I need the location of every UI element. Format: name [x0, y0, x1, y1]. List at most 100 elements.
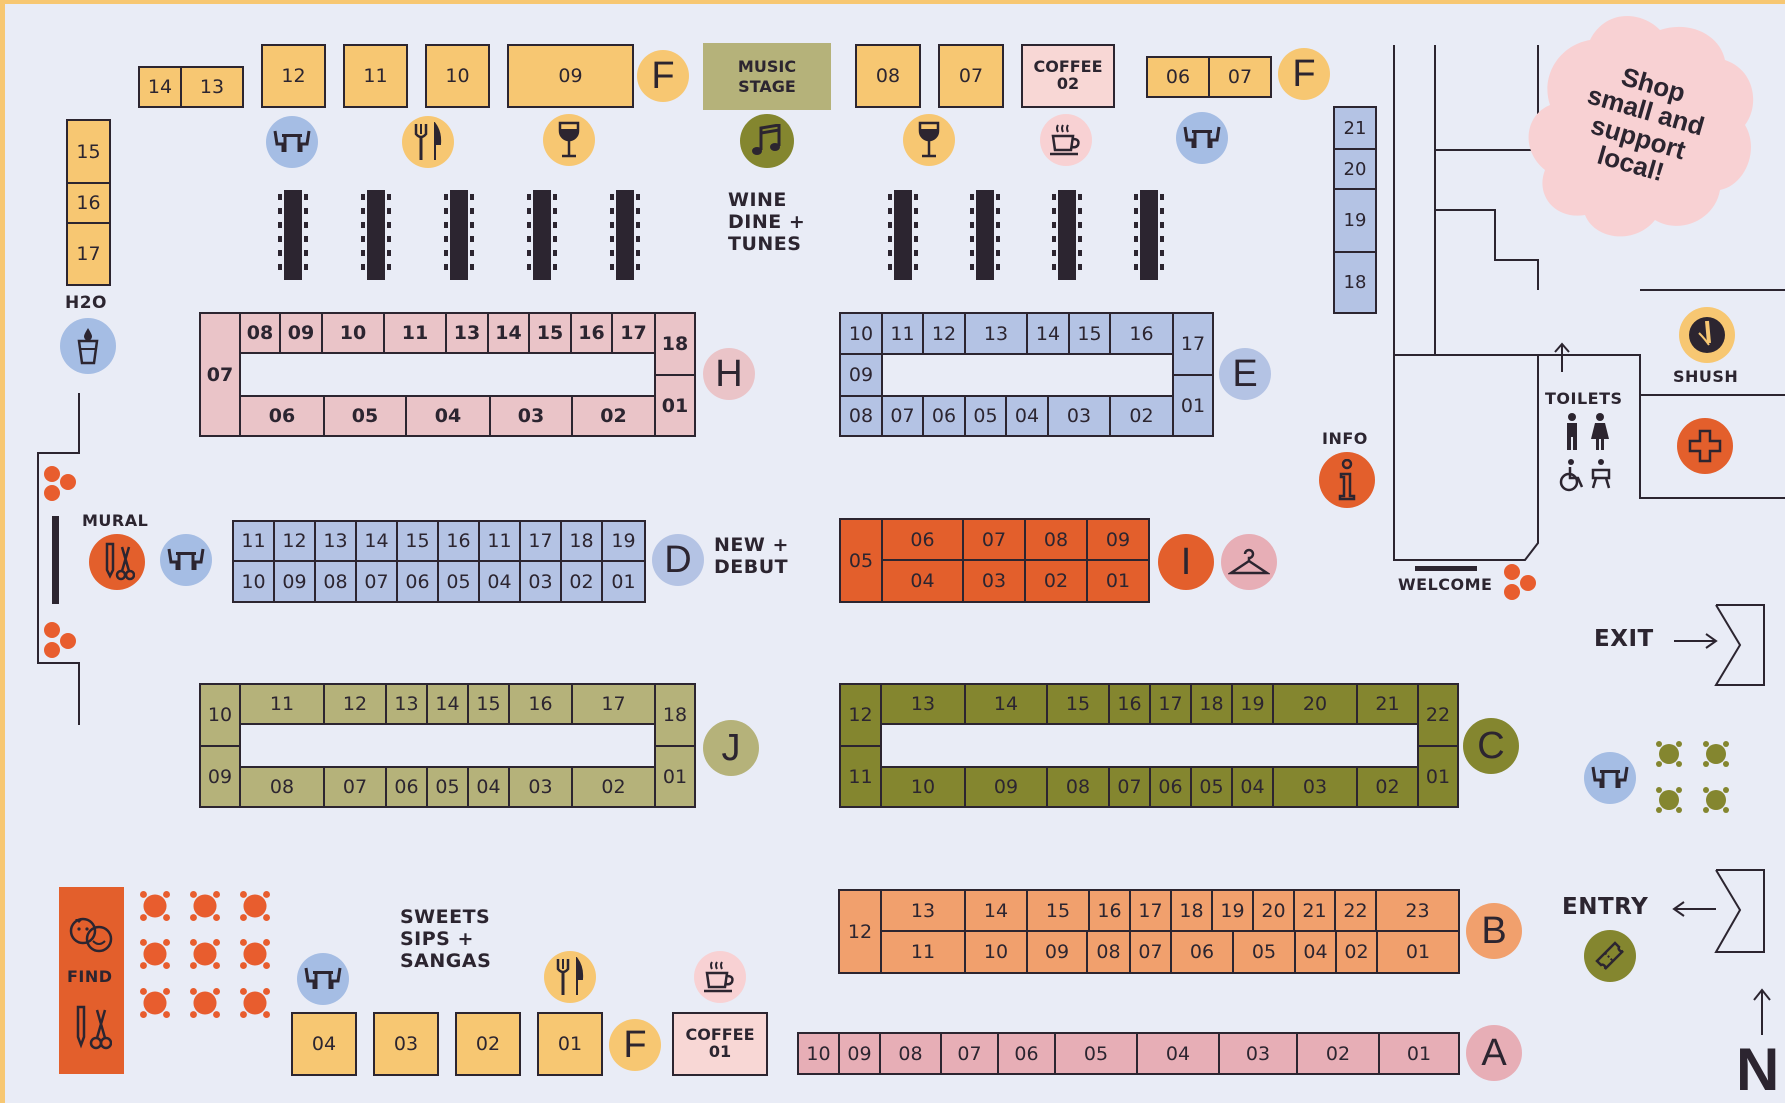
stall-d[interactable]: 11 — [478, 520, 521, 562]
stall-j[interactable]: 05 — [426, 766, 469, 808]
stall-d[interactable]: 13 — [314, 520, 357, 562]
stall-e[interactable]: 07 — [881, 395, 924, 437]
stall-b[interactable]: 08 — [1086, 930, 1131, 974]
stall-h[interactable]: 10 — [321, 312, 385, 354]
food-stall[interactable]: 02 — [455, 1012, 521, 1076]
food-stall[interactable]: 01 — [537, 1012, 603, 1076]
stall-c[interactable]: 01 — [1417, 745, 1459, 808]
stall-b[interactable]: 11 — [880, 930, 966, 974]
stall-e[interactable]: 02 — [1109, 395, 1174, 437]
stall-d[interactable]: 14 — [355, 520, 398, 562]
stall-j[interactable]: 13 — [385, 683, 428, 725]
stall-c[interactable]: 21 — [1356, 683, 1419, 725]
stall-h[interactable]: 09 — [279, 312, 323, 354]
food-stall[interactable]: 12 — [261, 44, 326, 108]
stall-b[interactable]: 21 — [1293, 889, 1336, 932]
stall-e[interactable]: 14 — [1026, 312, 1070, 355]
stall-d[interactable]: 16 — [437, 520, 480, 562]
stall-e[interactable]: 13 — [964, 312, 1028, 355]
stall-c[interactable]: 15 — [1046, 683, 1110, 725]
stall-e[interactable]: 12 — [922, 312, 966, 355]
stall-h[interactable]: 06 — [239, 395, 325, 437]
stall-b[interactable]: 15 — [1026, 889, 1090, 932]
stall-h[interactable]: 05 — [323, 395, 407, 437]
stall-h[interactable]: 11 — [383, 312, 447, 354]
food-stall[interactable]: 08 — [855, 44, 921, 108]
stall-h[interactable]: 14 — [487, 312, 530, 354]
stall-b[interactable]: 13 — [880, 889, 966, 932]
stall-c[interactable]: 19 — [1231, 683, 1274, 725]
stall-j[interactable]: 01 — [654, 745, 696, 808]
stall-c[interactable]: 13 — [880, 683, 966, 725]
stall-e[interactable]: 15 — [1068, 312, 1111, 355]
stall-a[interactable]: 09 — [838, 1032, 881, 1075]
stall-c[interactable]: 02 — [1356, 766, 1419, 808]
stall-a[interactable]: 06 — [997, 1032, 1056, 1075]
stall-j[interactable]: 04 — [467, 766, 510, 808]
stall-h[interactable]: 04 — [405, 395, 491, 437]
stall-a[interactable]: 10 — [797, 1032, 840, 1075]
stall-j[interactable]: 12 — [323, 683, 387, 725]
food-stall[interactable]: 04 — [291, 1012, 357, 1076]
stall-h[interactable]: 01 — [654, 374, 696, 437]
stall-d[interactable]: 18 — [560, 520, 603, 562]
stall-h[interactable]: 16 — [570, 312, 613, 354]
stall-b[interactable]: 20 — [1252, 889, 1295, 932]
stall-c[interactable]: 09 — [964, 766, 1048, 808]
stall-d[interactable]: 02 — [560, 560, 603, 603]
stall-b[interactable]: 18 — [1170, 889, 1213, 932]
stall-b[interactable]: 14 — [964, 889, 1028, 932]
food-stall[interactable]: 03 — [373, 1012, 439, 1076]
stall-h[interactable]: 13 — [445, 312, 489, 354]
stall-a[interactable]: 03 — [1218, 1032, 1298, 1075]
stall-b[interactable]: 23 — [1375, 889, 1460, 932]
stall-c[interactable]: 18 — [1190, 683, 1233, 725]
food-stall[interactable]: 14 — [138, 66, 182, 108]
stall-b[interactable]: 16 — [1088, 889, 1131, 932]
stall-b[interactable]: 02 — [1335, 930, 1378, 974]
stall-d[interactable]: 07 — [355, 560, 398, 603]
stall-h[interactable]: 17 — [611, 312, 656, 354]
stall-i[interactable]: 03 — [962, 559, 1026, 603]
stall-j[interactable]: 08 — [239, 766, 325, 808]
food-stall[interactable]: 13 — [180, 66, 244, 108]
stall-j[interactable]: 14 — [426, 683, 469, 725]
stall-h-07[interactable]: 07 — [199, 312, 241, 437]
stall-e[interactable]: 10 — [839, 312, 883, 355]
stall-e[interactable]: 05 — [964, 395, 1007, 437]
stall-d[interactable]: 01 — [601, 560, 646, 603]
stall-d[interactable]: 08 — [314, 560, 357, 603]
food-stall[interactable]: 06 — [1146, 56, 1210, 98]
stall-j[interactable]: 15 — [467, 683, 510, 725]
stall-c[interactable]: 11 — [839, 745, 882, 808]
stall-a[interactable]: 07 — [940, 1032, 999, 1075]
stall-c[interactable]: 08 — [1046, 766, 1110, 808]
stall-e[interactable]: 04 — [1005, 395, 1049, 437]
food-stall[interactable]: 07 — [938, 44, 1004, 108]
stall-b[interactable]: 07 — [1129, 930, 1172, 974]
stall-j[interactable]: 06 — [385, 766, 428, 808]
food-stall[interactable]: 16 — [66, 182, 111, 224]
stall-j[interactable]: 09 — [199, 745, 241, 808]
stall-d[interactable]: 17 — [519, 520, 562, 562]
stall-i[interactable]: 06 — [881, 518, 964, 561]
stall-j[interactable]: 03 — [508, 766, 573, 808]
stall-d[interactable]: 15 — [396, 520, 439, 562]
stall-c[interactable]: 17 — [1149, 683, 1192, 725]
food-stall[interactable]: 10 — [425, 44, 490, 108]
stall-e[interactable]: 08 — [839, 395, 883, 437]
stall-d[interactable]: 12 — [273, 520, 316, 562]
stall-j[interactable]: 10 — [199, 683, 241, 747]
stall-column-right[interactable]: 19 — [1333, 188, 1377, 253]
stall-i[interactable]: 01 — [1086, 559, 1150, 603]
stall-b[interactable]: 12 — [838, 889, 882, 974]
stall-e[interactable]: 06 — [922, 395, 966, 437]
coffee-01-stall[interactable]: COFFEE 01 — [672, 1012, 768, 1076]
stall-c[interactable]: 04 — [1231, 766, 1274, 808]
stall-b[interactable]: 04 — [1294, 930, 1337, 974]
stall-e[interactable]: 17 — [1172, 312, 1214, 376]
stall-d[interactable]: 06 — [396, 560, 439, 603]
stall-a[interactable]: 04 — [1136, 1032, 1220, 1075]
stall-d[interactable]: 10 — [232, 560, 275, 603]
stall-h[interactable]: 02 — [571, 395, 656, 437]
